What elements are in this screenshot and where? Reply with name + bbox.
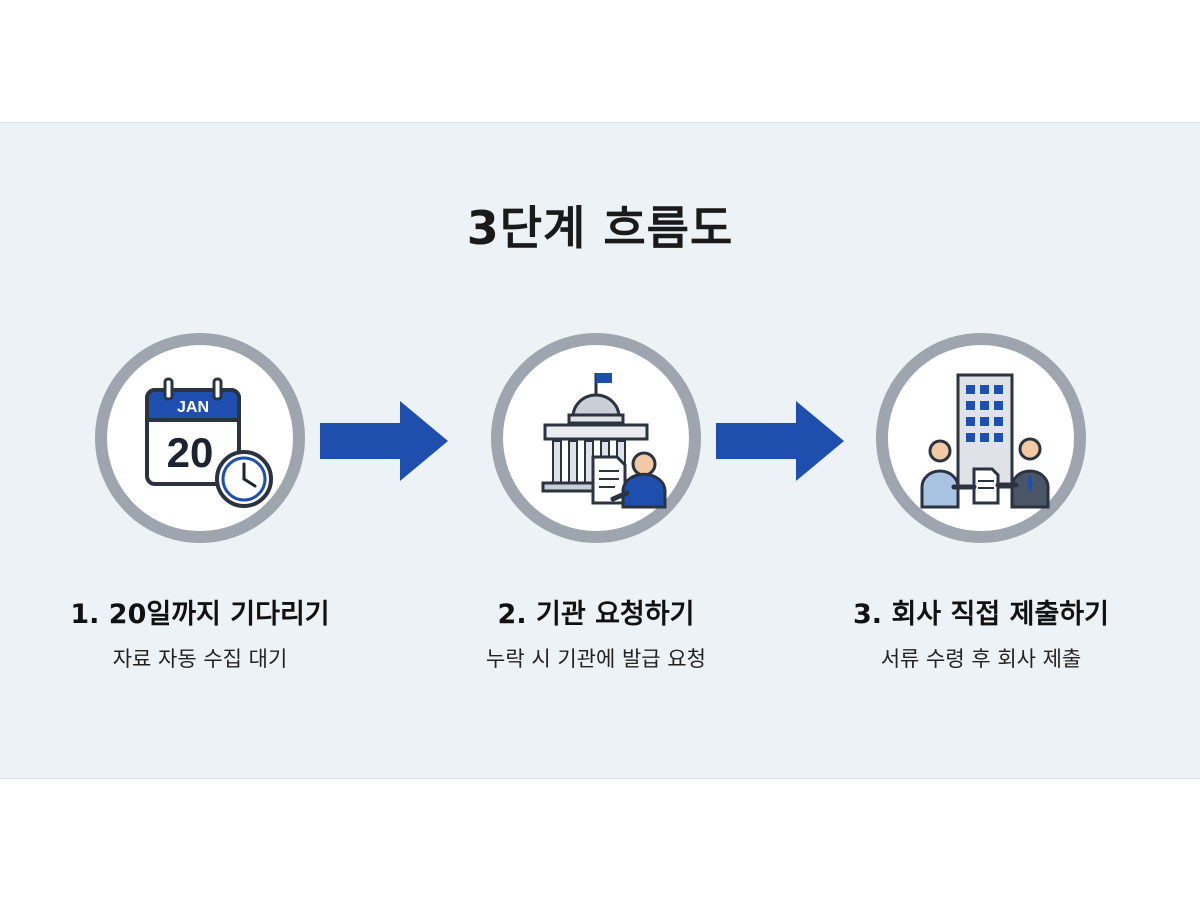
calendar-day-label: 20 [167,429,214,476]
step-2-description: 누락 시 기관에 발급 요청 [486,647,706,671]
arrow-right-icon [320,401,448,481]
step-1-circle: JAN 20 [95,333,305,543]
step-2-title: 2. 기관 요청하기 [497,599,695,630]
calendar-month-label: JAN [177,399,209,416]
diagram-title: 3단계 흐름도 [466,201,734,255]
step-3-circle [876,333,1086,543]
step-1-description: 자료 자동 수집 대기 [112,647,288,671]
office-handover-icon [920,373,1050,509]
step-2-circle [491,333,701,543]
arrow-right-icon [716,401,844,481]
step-3-description: 서류 수령 후 회사 제출 [880,647,1082,671]
calendar-clock-icon: JAN 20 [145,377,273,508]
step-3-title: 3. 회사 직접 제출하기 [853,599,1109,630]
step-1-title: 1. 20일까지 기다리기 [70,599,330,630]
government-building-request-icon [541,373,667,509]
